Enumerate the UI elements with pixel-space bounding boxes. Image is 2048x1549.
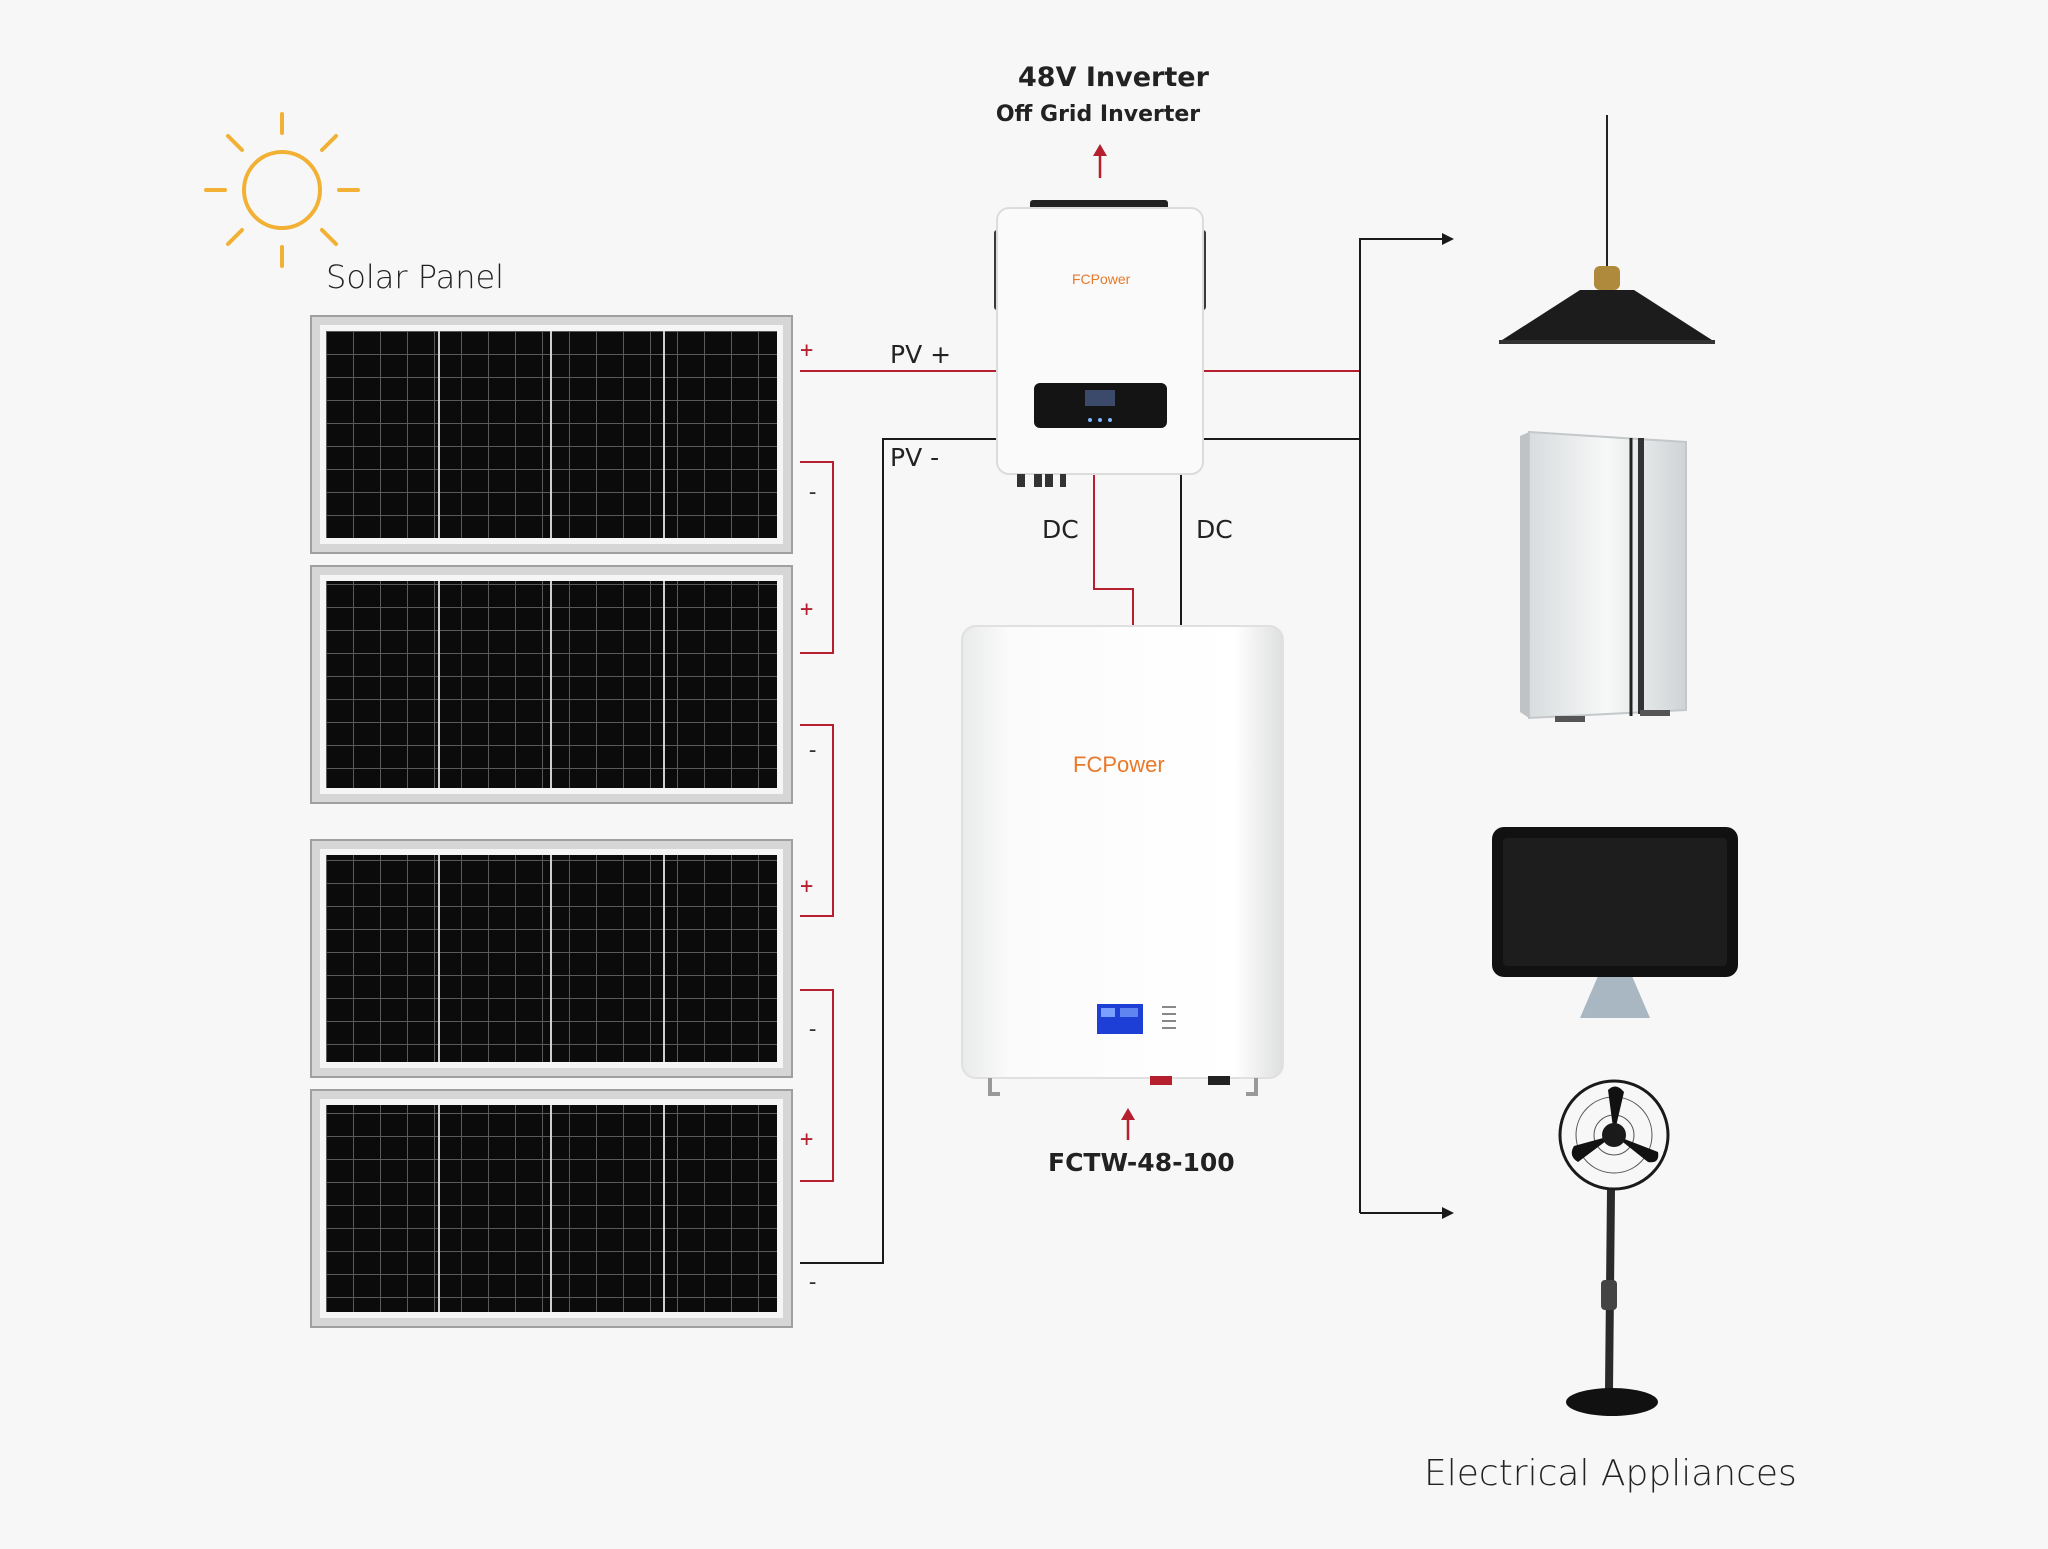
solar-panel-1 [310,315,793,554]
inverter-icon [994,200,1206,487]
load-bus [1359,233,1454,1219]
solar-panel-2 [310,565,793,804]
inverter-pointer-arrow [1093,144,1107,178]
battery-model-label: FCTW-48-100 [1048,1148,1235,1177]
dc-wires [1093,472,1182,628]
panel-4-negative-sign: - [806,1270,820,1295]
battery-icon [961,625,1284,1096]
standing-fan-icon [1558,1079,1670,1416]
pv-negative-label: PV - [890,443,940,472]
solar-panel-4 [310,1089,793,1328]
appliances-label: Electrical Appliances [1424,1453,1797,1494]
panel-2-negative-sign: - [806,738,820,763]
panel-3-negative-sign: - [806,1017,820,1042]
panel-4-positive-sign: + [800,1127,814,1152]
pv-positive-label: PV + [890,340,952,369]
pv-negative-wire [800,438,1360,1264]
panel-2-positive-sign: + [800,597,814,622]
refrigerator-icon [1520,430,1687,722]
battery-pointer-arrow [1121,1108,1135,1140]
inverter-subtitle: Off Grid Inverter [995,102,1201,127]
solar-panel-label: Solar Panel [326,258,505,296]
pendant-lamp-icon [1499,115,1715,344]
panel-1-negative-sign: - [806,480,820,505]
monitor-icon [1492,827,1738,1018]
solar-panel-3 [310,839,793,1078]
dc-label-left: DC [1042,515,1079,544]
dc-label-right: DC [1196,515,1233,544]
series-wiring [800,461,834,1182]
inverter-title: 48V Inverter [1018,62,1209,93]
sun-icon [204,112,360,268]
battery-logo: FCPower [1073,752,1165,777]
panel-3-positive-sign: + [800,874,814,899]
panel-1-positive-sign: + [800,338,814,363]
inverter-logo: FCPower [1072,271,1131,287]
